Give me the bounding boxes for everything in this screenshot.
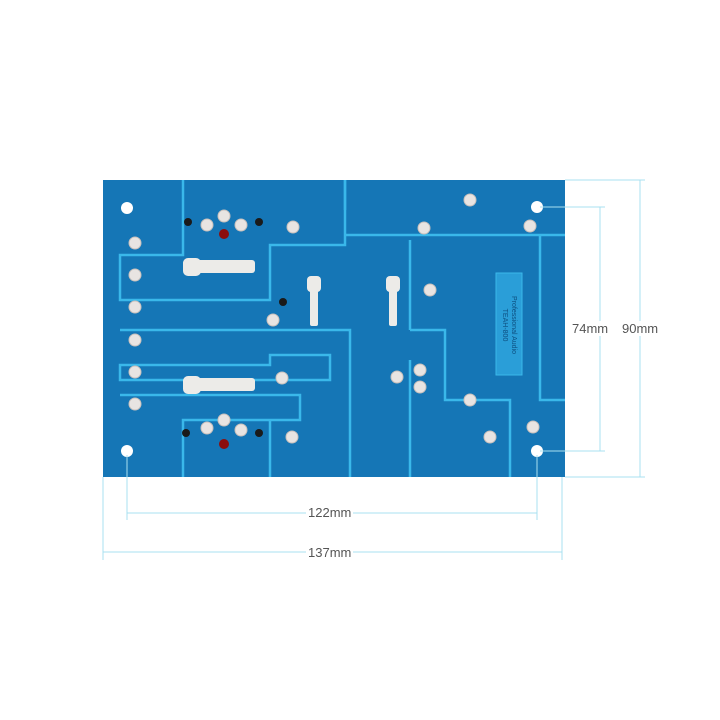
via-holes [182, 218, 287, 449]
silkscreen-line-2: TEAH-800 [501, 308, 508, 342]
silkscreen-line-1: Professional Audio [510, 296, 517, 354]
dimension-label-90mm: 90mm [620, 321, 661, 336]
pcb-board [103, 180, 565, 477]
copper-traces [118, 180, 565, 477]
silkscreen-text: Professional Audio TEAH-800 [500, 274, 518, 376]
dimension-label-137mm: 137mm [306, 545, 354, 560]
dimension-lines [102, 179, 645, 560]
wire-jumpers [183, 258, 400, 394]
mounting-holes [121, 201, 543, 457]
dimension-label-74mm: 74mm [570, 321, 611, 336]
dimension-label-122mm: 122mm [306, 505, 354, 520]
silkscreen-label-box [495, 272, 523, 376]
solder-pads [128, 193, 540, 444]
